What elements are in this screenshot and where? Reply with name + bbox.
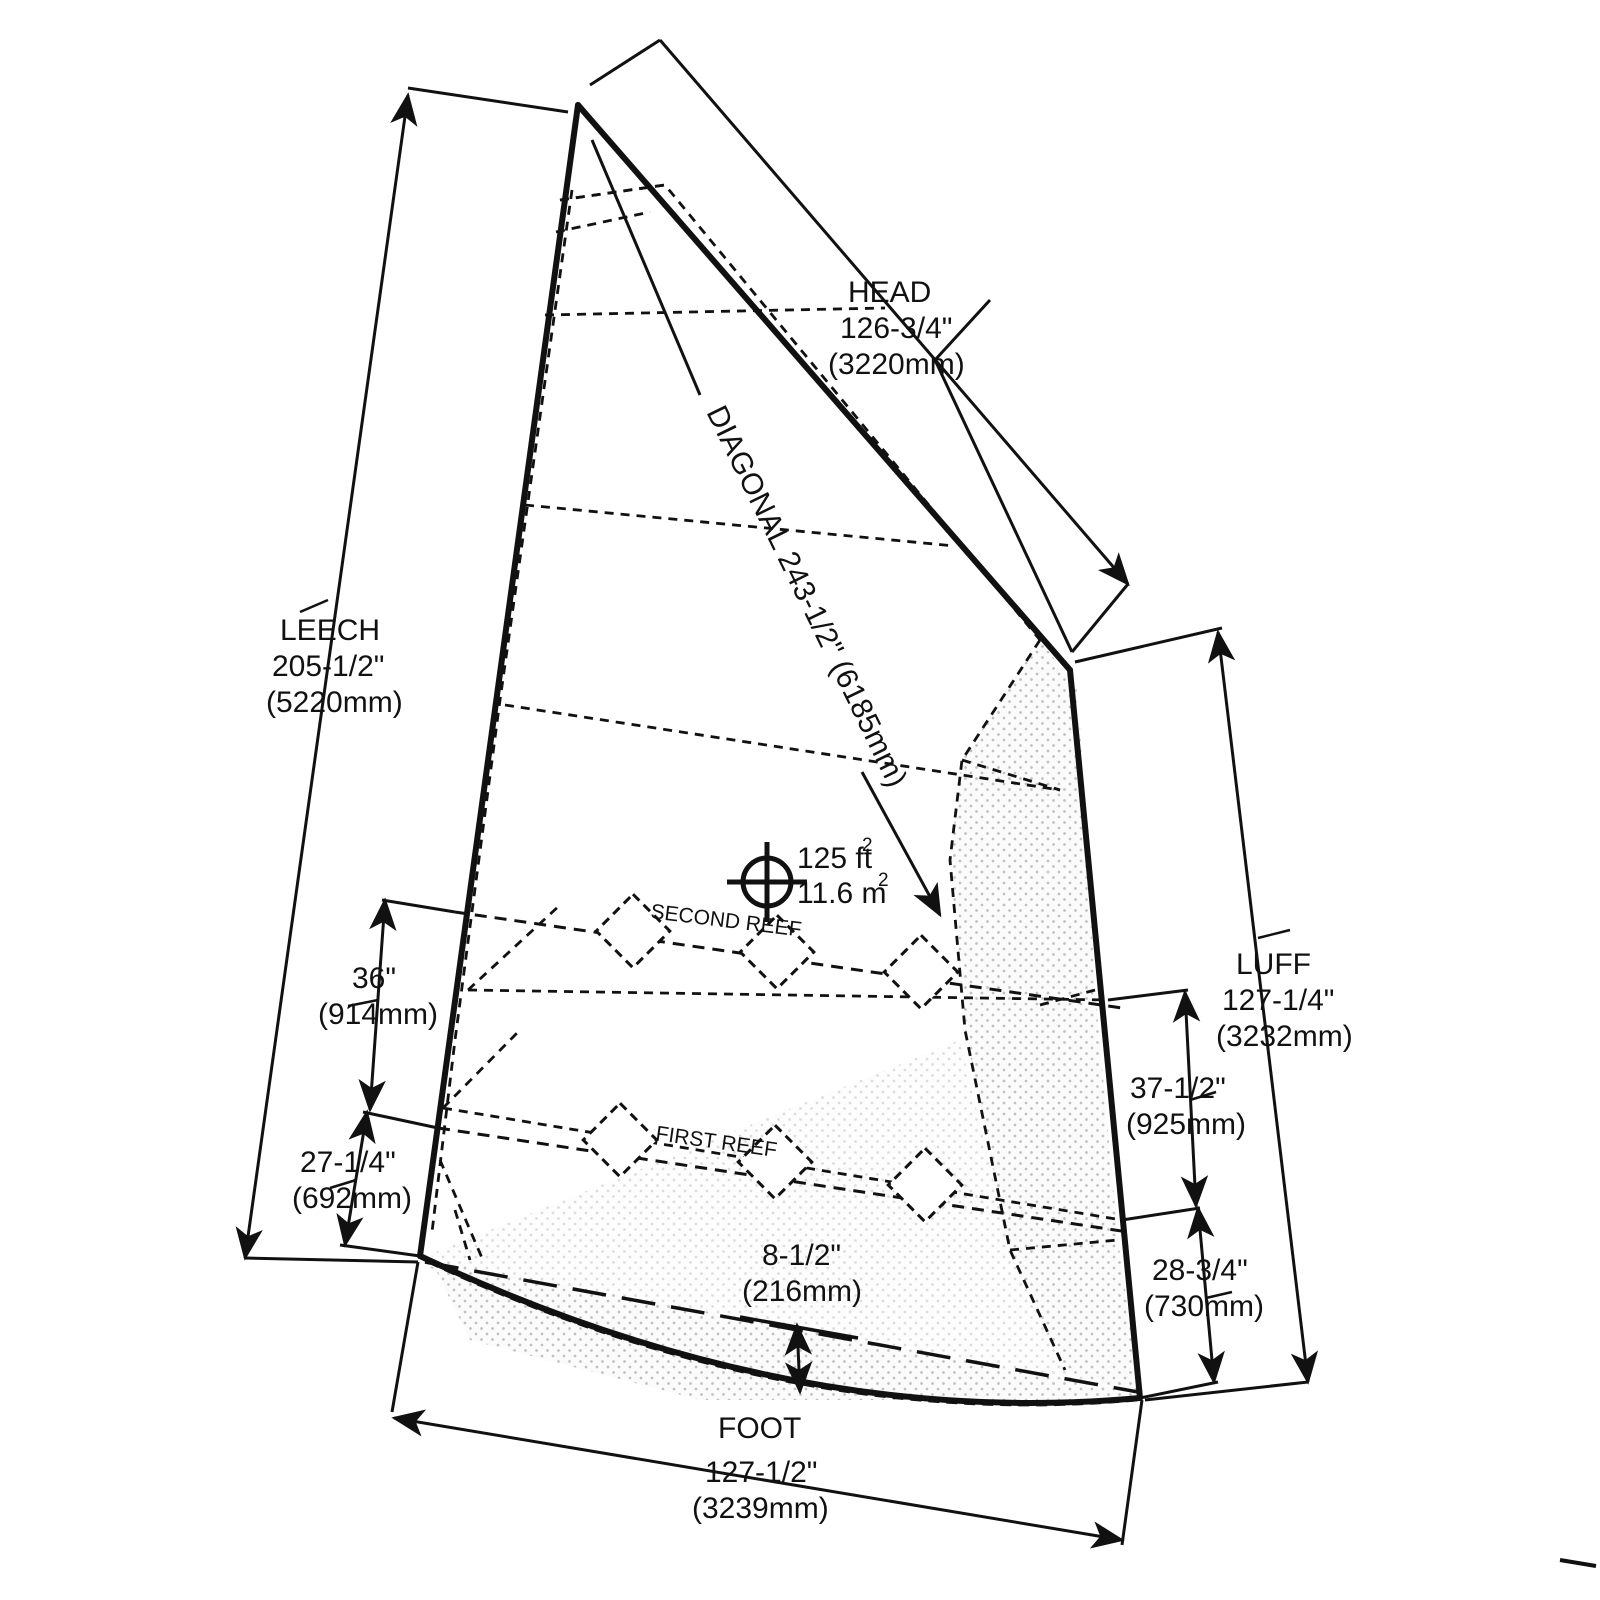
foot-roach-dimension: 8-1/2" (216mm)	[739, 1239, 862, 1395]
foot-imperial: 127-1/2"	[705, 1456, 817, 1489]
sail-area-label: 125 ft 2 11.6 m 2	[797, 835, 889, 910]
leech-second-reef-metric: (914mm)	[318, 998, 438, 1031]
luff-second-reef-imperial: 37-1/2"	[1130, 1072, 1226, 1105]
luff-first-reef-dimension: 28-3/4" (730mm)	[1139, 1205, 1264, 1400]
seam-1	[544, 306, 886, 317]
foot-label: FOOT	[718, 1412, 801, 1445]
head-imperial: 126-3/4"	[840, 312, 952, 345]
luff-second-reef-metric: (925mm)	[1126, 1108, 1246, 1141]
luff-first-reef-imperial: 28-3/4"	[1152, 1254, 1248, 1287]
corner-tick	[1559, 1558, 1597, 1568]
luff-first-reef-metric: (730mm)	[1144, 1290, 1264, 1323]
seam-3	[504, 703, 1061, 792]
seam-2	[524, 503, 956, 548]
head-label: HEAD	[848, 276, 931, 309]
reef-patch	[882, 933, 960, 1011]
leech-second-reef-dimension: 36" (914mm)	[318, 897, 456, 1130]
reef-patch	[738, 913, 816, 991]
head-dimension: HEAD 126-3/4" (3220mm)	[589, 38, 1130, 653]
second-reef-line: SECOND REEF	[454, 892, 1123, 1011]
leech-imperial: 205-1/2"	[272, 650, 384, 683]
reef-patch	[594, 892, 672, 970]
foot-roach-metric: (216mm)	[742, 1275, 862, 1308]
leech-tape-inner	[430, 189, 574, 1233]
luff-second-reef-dimension: 37-1/2" (925mm)	[1107, 988, 1246, 1222]
area-imperial: 125 ft	[797, 842, 873, 875]
luff-label: LUFF	[1236, 948, 1311, 981]
foot-metric: (3239mm)	[692, 1492, 829, 1525]
leech-label: LEECH	[280, 614, 380, 647]
clew-patch-top	[1009, 1238, 1119, 1252]
luff-tape-inner	[948, 639, 1067, 1371]
reef2-panel-l	[467, 903, 561, 992]
head-patch-outline	[559, 183, 1042, 641]
area-centroid-marker	[727, 842, 807, 922]
reef-patch	[581, 1101, 659, 1179]
leech-metric: (5220mm)	[266, 686, 403, 719]
area-metric: 11.6 m	[797, 877, 887, 910]
head-metric: (3220mm)	[828, 348, 965, 381]
tack-patch-2	[453, 1209, 472, 1261]
area-imperial-sup: 2	[862, 835, 873, 856]
luff-dimension: LUFF 127-1/4" (3232mm)	[1074, 626, 1353, 1402]
tack-patch	[438, 1159, 484, 1259]
leech-dimension: LEECH 205-1/2" (5220mm)	[235, 86, 569, 1264]
foot-dimension: FOOT 127-1/2" (3239mm)	[390, 1261, 1144, 1549]
luff-edge	[1067, 667, 1143, 1401]
leech-first-reef-metric: (692mm)	[292, 1182, 412, 1215]
reef1-panel-l	[442, 1029, 521, 1109]
head-patch-inner	[555, 210, 651, 234]
leech-first-reef-imperial: 27-1/4"	[300, 1146, 396, 1179]
reef-patch	[736, 1123, 814, 1201]
leech-edge	[417, 102, 581, 1259]
panel-outlines	[430, 183, 1119, 1371]
luff-patch-seg	[961, 758, 1061, 792]
seam-4	[467, 988, 1109, 1002]
leech-second-reef-imperial: 36"	[352, 962, 396, 995]
luff-metric: (3232mm)	[1216, 1020, 1353, 1053]
foot-chord-line	[424, 1260, 1139, 1394]
reef-patch	[886, 1146, 964, 1224]
foot-roach-imperial: 8-1/2"	[762, 1239, 841, 1272]
leech-first-reef-dimension: 27-1/4" (692mm)	[292, 1109, 421, 1258]
area-metric-sup: 2	[878, 870, 889, 891]
luff-imperial: 127-1/4"	[1222, 984, 1334, 1017]
